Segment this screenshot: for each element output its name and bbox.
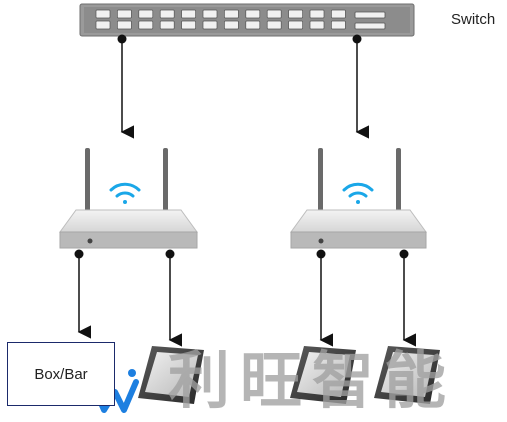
router-link [399, 249, 417, 347]
switch-port [224, 20, 239, 30]
switch-port [138, 9, 154, 19]
tablet-icon [138, 346, 204, 404]
switch-port [224, 9, 239, 19]
switch-port [117, 9, 132, 19]
tablet-icon [374, 346, 440, 404]
router-icon [290, 148, 427, 249]
router-link [74, 249, 92, 339]
switch-link-left [117, 34, 135, 139]
switch-port [159, 20, 175, 30]
switch-port [159, 9, 175, 19]
router-link [165, 249, 183, 347]
switch-port [288, 9, 303, 19]
wifi-icon [109, 182, 141, 204]
switch-link-right [352, 34, 370, 139]
switch-port [245, 9, 261, 19]
switch-port [95, 9, 111, 19]
switch-port [181, 9, 196, 19]
box-bar-device: Box/Bar [7, 342, 115, 406]
watermark-text: 利旺智能 [168, 344, 457, 417]
switch-port [117, 20, 132, 30]
wifi-icon [342, 182, 374, 204]
switch-port [288, 20, 303, 30]
box-bar-label: Box/Bar [34, 366, 88, 383]
switch-port [202, 20, 218, 30]
switch-port [266, 9, 282, 19]
tablet-icon [290, 346, 356, 404]
switch-port [331, 9, 346, 19]
switch-port [309, 20, 325, 30]
switch-label: Switch [451, 11, 496, 28]
switch-port [138, 20, 154, 30]
switch-port [266, 20, 282, 30]
router-icon [59, 148, 198, 249]
router-link [316, 249, 334, 347]
switch-port [245, 20, 261, 30]
switch-port [202, 9, 218, 19]
switch-port [181, 20, 196, 30]
switch-port [331, 20, 346, 30]
switch-port [95, 20, 111, 30]
switch-port [309, 9, 325, 19]
switch-icon [79, 3, 415, 37]
